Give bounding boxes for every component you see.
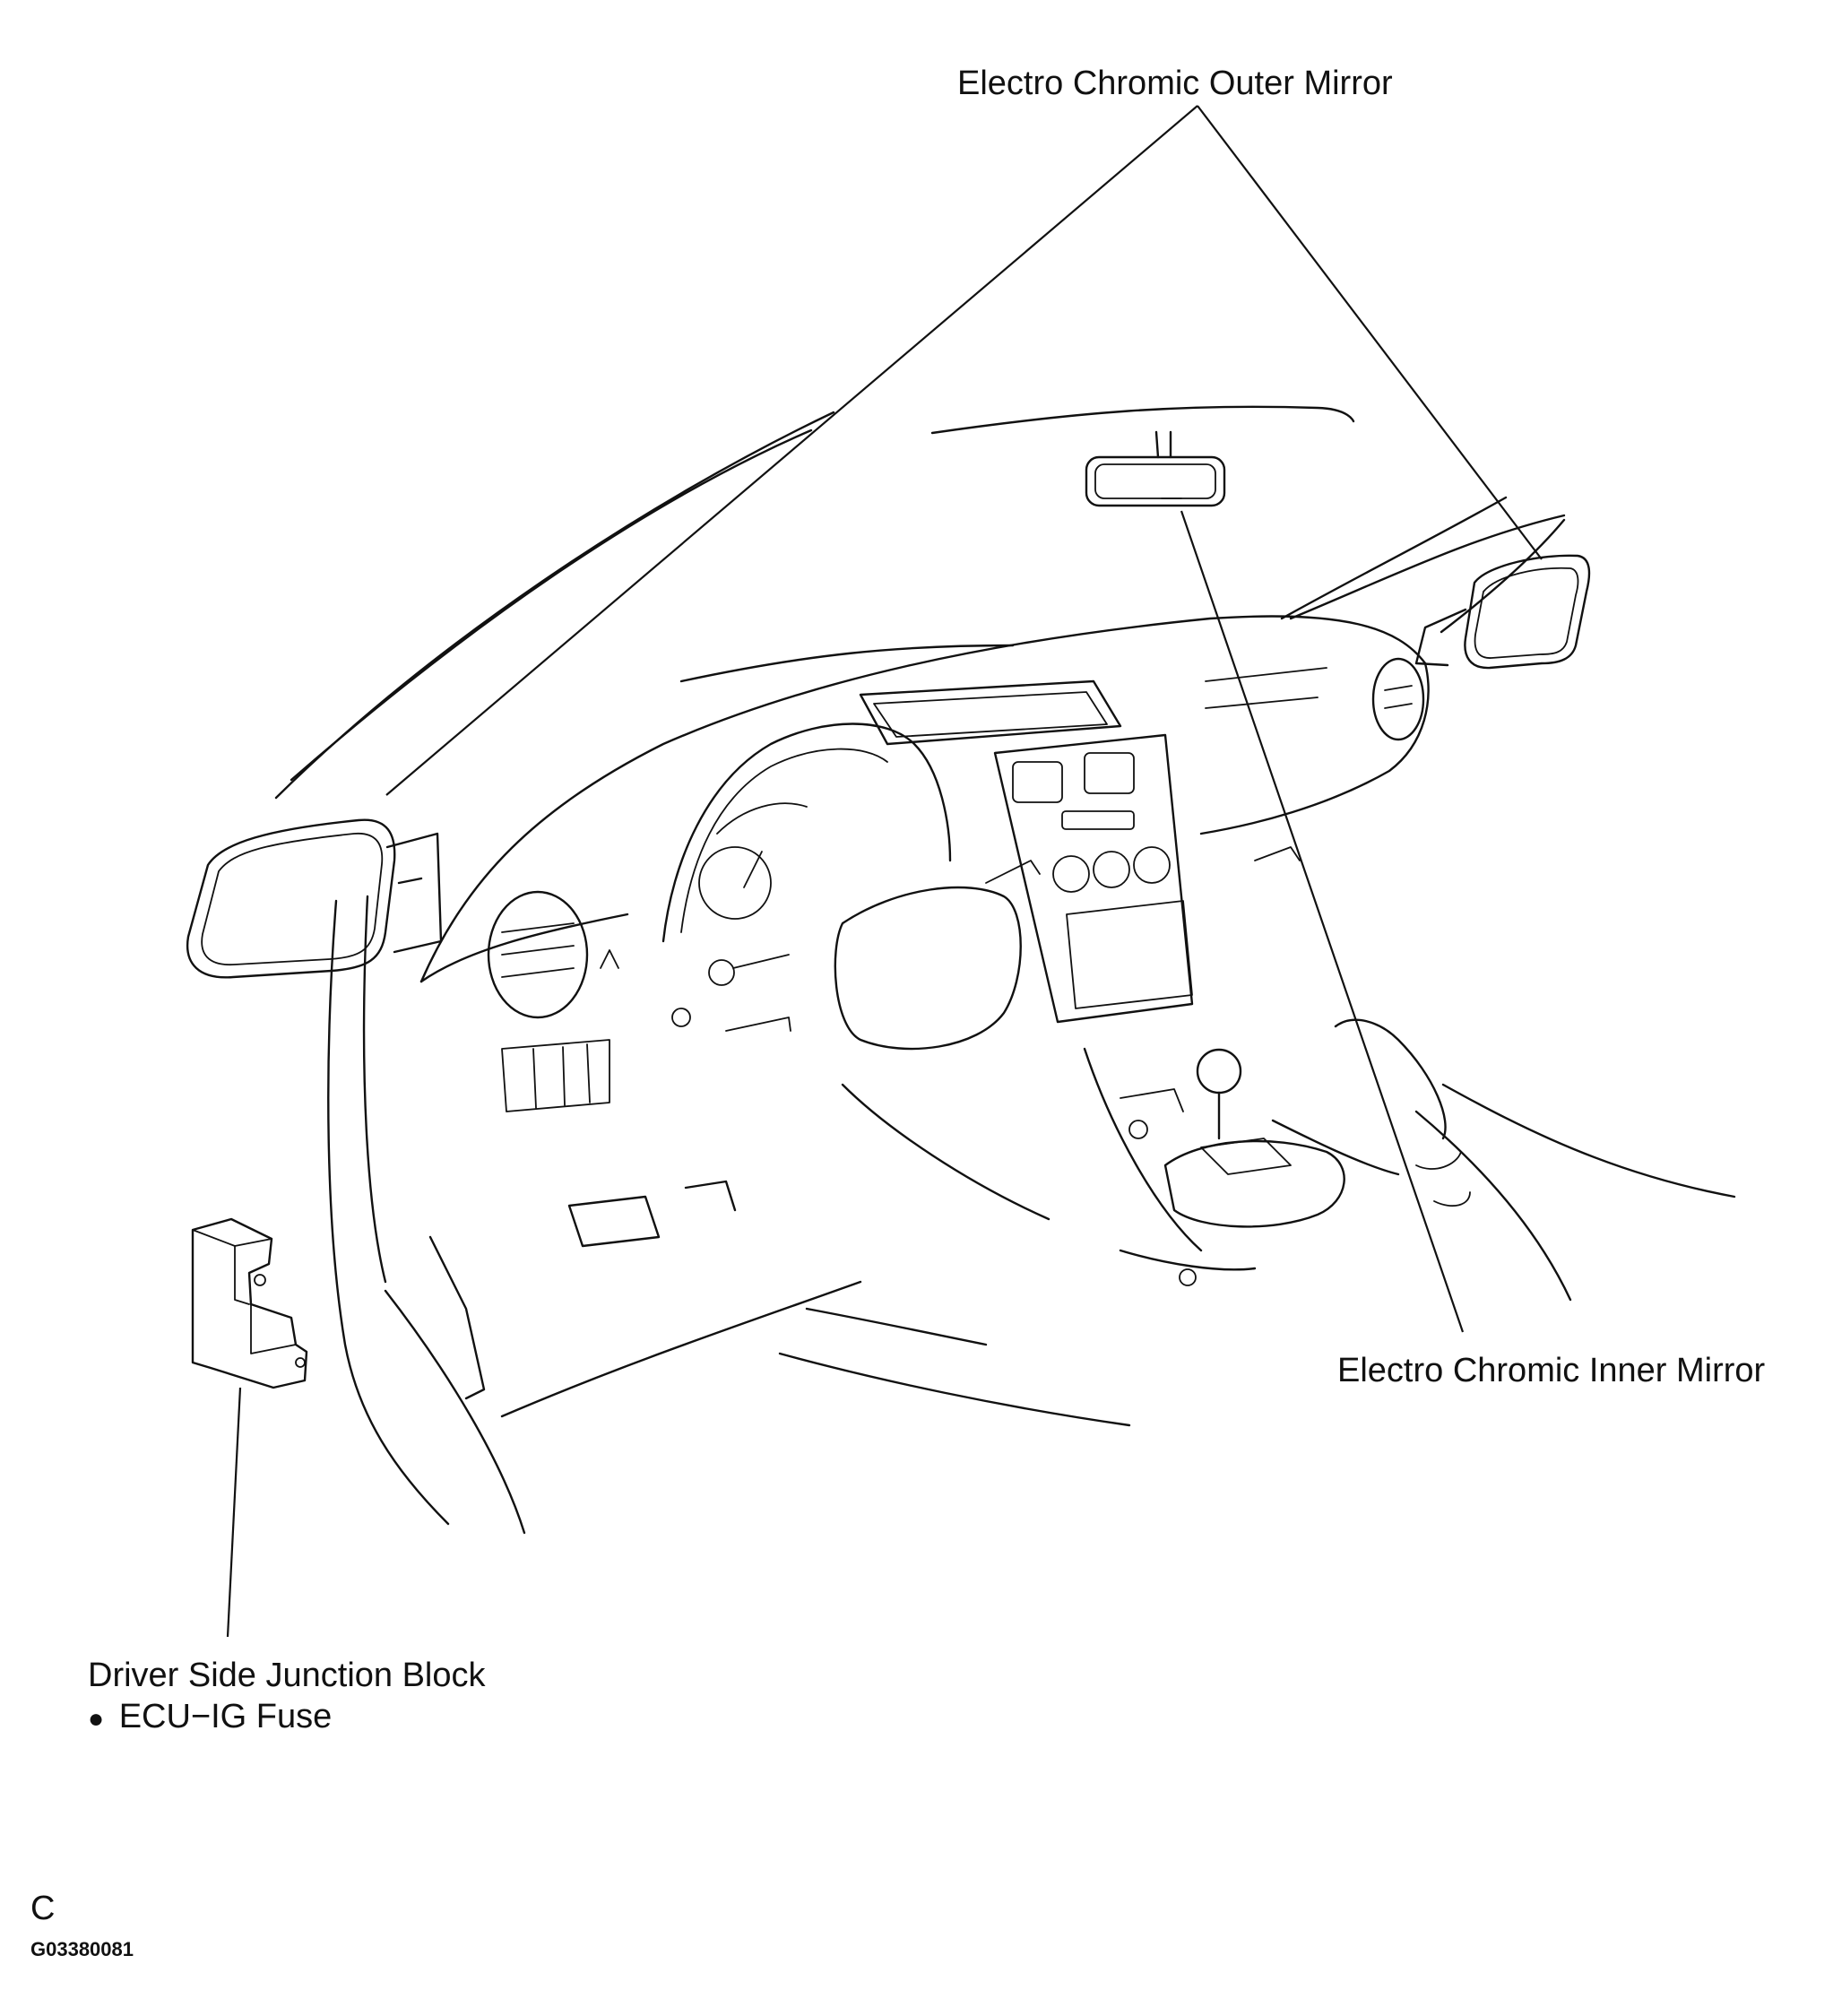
leader-outer-mirror-left (385, 105, 1198, 796)
inner-mirror-drawing (1085, 430, 1226, 507)
inner-mirror-label: Electro Chromic Inner Mirror (1337, 1352, 1766, 1389)
junction-block-drawing (191, 1217, 308, 1389)
fuse-label: ECU−IG Fuse (118, 1698, 333, 1735)
leader-junction-block (226, 1387, 242, 1638)
lower-interior-drawing (327, 895, 1736, 1535)
outer-mirror-label: Electro Chromic Outer Mirror (957, 65, 1393, 102)
section-letter: C (30, 1890, 56, 1927)
bullet-icon: ● (88, 1704, 105, 1734)
left-outer-mirror-drawing (186, 818, 443, 979)
right-outer-mirror-drawing (1414, 554, 1591, 670)
leader-lines (226, 105, 1543, 1638)
windshield-frame (274, 405, 1566, 800)
dashboard-drawing (419, 615, 1430, 1112)
junction-block-label: Driver Side Junction Block (88, 1657, 486, 1694)
leader-outer-mirror-right (1197, 105, 1543, 560)
leader-inner-mirror (1180, 510, 1465, 1333)
figure-id: G03380081 (30, 1938, 134, 1960)
fuse-line: ● ECU−IG Fuse (88, 1700, 332, 1734)
